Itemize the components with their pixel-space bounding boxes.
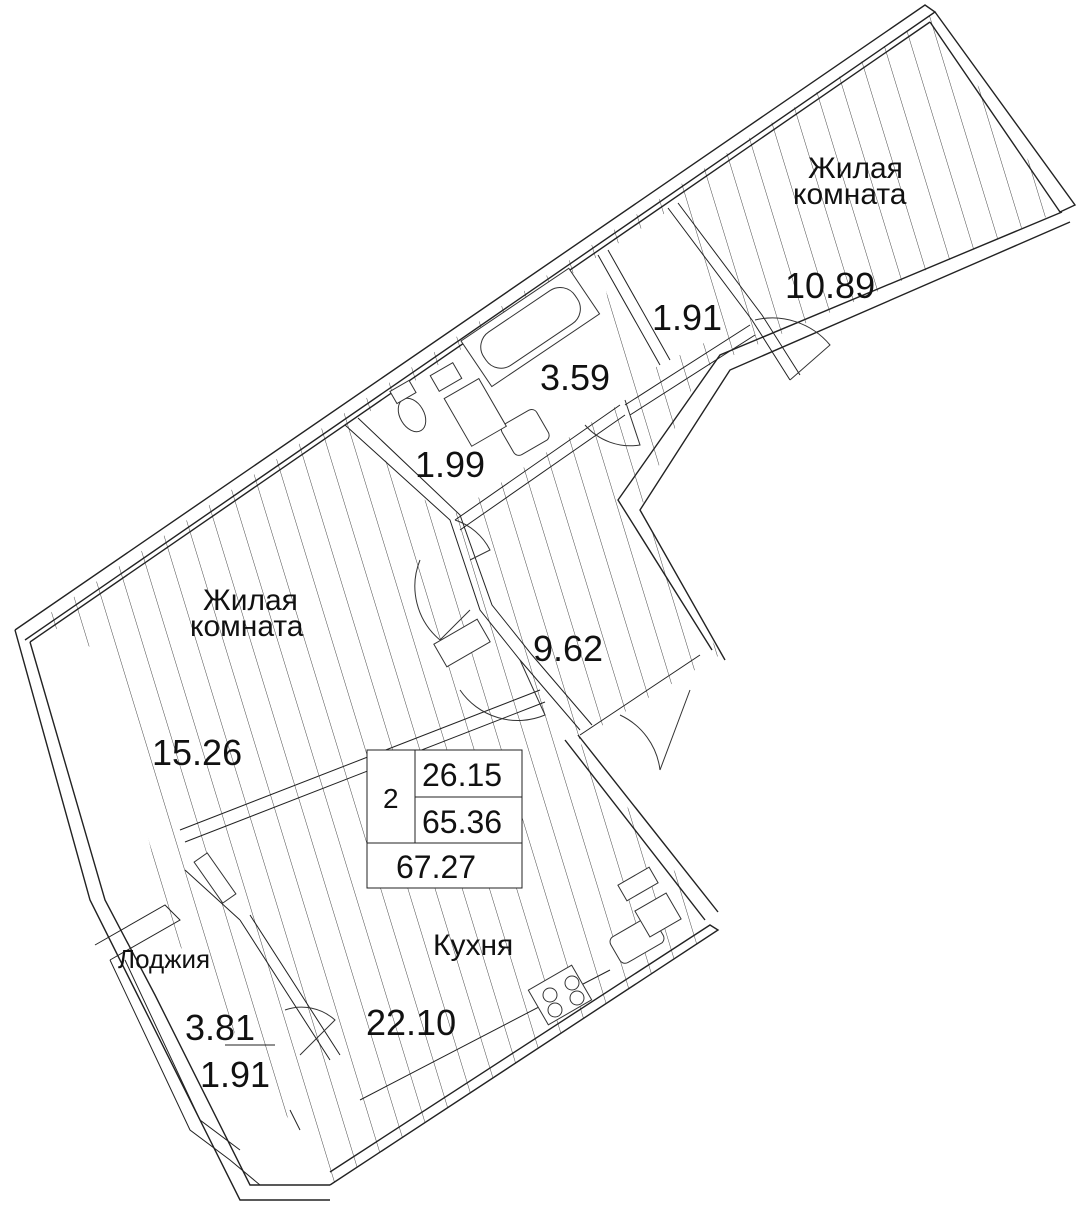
living-area: 26.15 bbox=[422, 757, 502, 793]
kitchen-area: 22.10 bbox=[366, 1002, 456, 1043]
sink-icon bbox=[500, 408, 550, 456]
stove-icon bbox=[527, 964, 593, 1026]
loggia-area-full: 3.81 bbox=[185, 1007, 255, 1048]
living-top-area: 10.89 bbox=[785, 265, 875, 306]
washing-machine-icon bbox=[429, 362, 463, 392]
loggia-outline bbox=[94, 904, 301, 1186]
hall-area: 9.62 bbox=[533, 628, 603, 669]
toilet-icon bbox=[389, 379, 427, 433]
living-top-name-2: комната bbox=[793, 178, 907, 211]
doors bbox=[193, 317, 831, 1056]
rooms-count: 2 bbox=[383, 783, 399, 814]
living-left-name-1: Жилая bbox=[203, 584, 298, 617]
living-left-area: 15.26 bbox=[152, 732, 242, 773]
total-area: 65.36 bbox=[422, 804, 502, 840]
living-top-name-1: Жилая bbox=[808, 152, 903, 185]
kitchen-name: Кухня bbox=[433, 929, 513, 962]
loggia-area-reduced: 1.91 bbox=[200, 1054, 270, 1095]
wc-area: 1.99 bbox=[415, 444, 485, 485]
room-labels: Жилая комната 10.89 1.91 3.59 1.99 Жилая… bbox=[118, 152, 907, 1095]
summary-table: 2 26.15 65.36 67.27 bbox=[366, 749, 523, 889]
loggia-name: Лоджия bbox=[118, 944, 210, 974]
kitchen-fixtures bbox=[527, 866, 682, 1026]
fridge-icon bbox=[634, 892, 682, 938]
bathroom-fixtures bbox=[389, 267, 601, 456]
living-left-name-2: комната bbox=[190, 610, 304, 643]
bathroom-area: 3.59 bbox=[540, 357, 610, 398]
heater-icon bbox=[443, 377, 508, 447]
closet-area: 1.91 bbox=[652, 297, 722, 338]
boiler-icon bbox=[617, 866, 659, 902]
bathtub-icon bbox=[460, 267, 601, 388]
total-with-loggia: 67.27 bbox=[396, 849, 476, 885]
